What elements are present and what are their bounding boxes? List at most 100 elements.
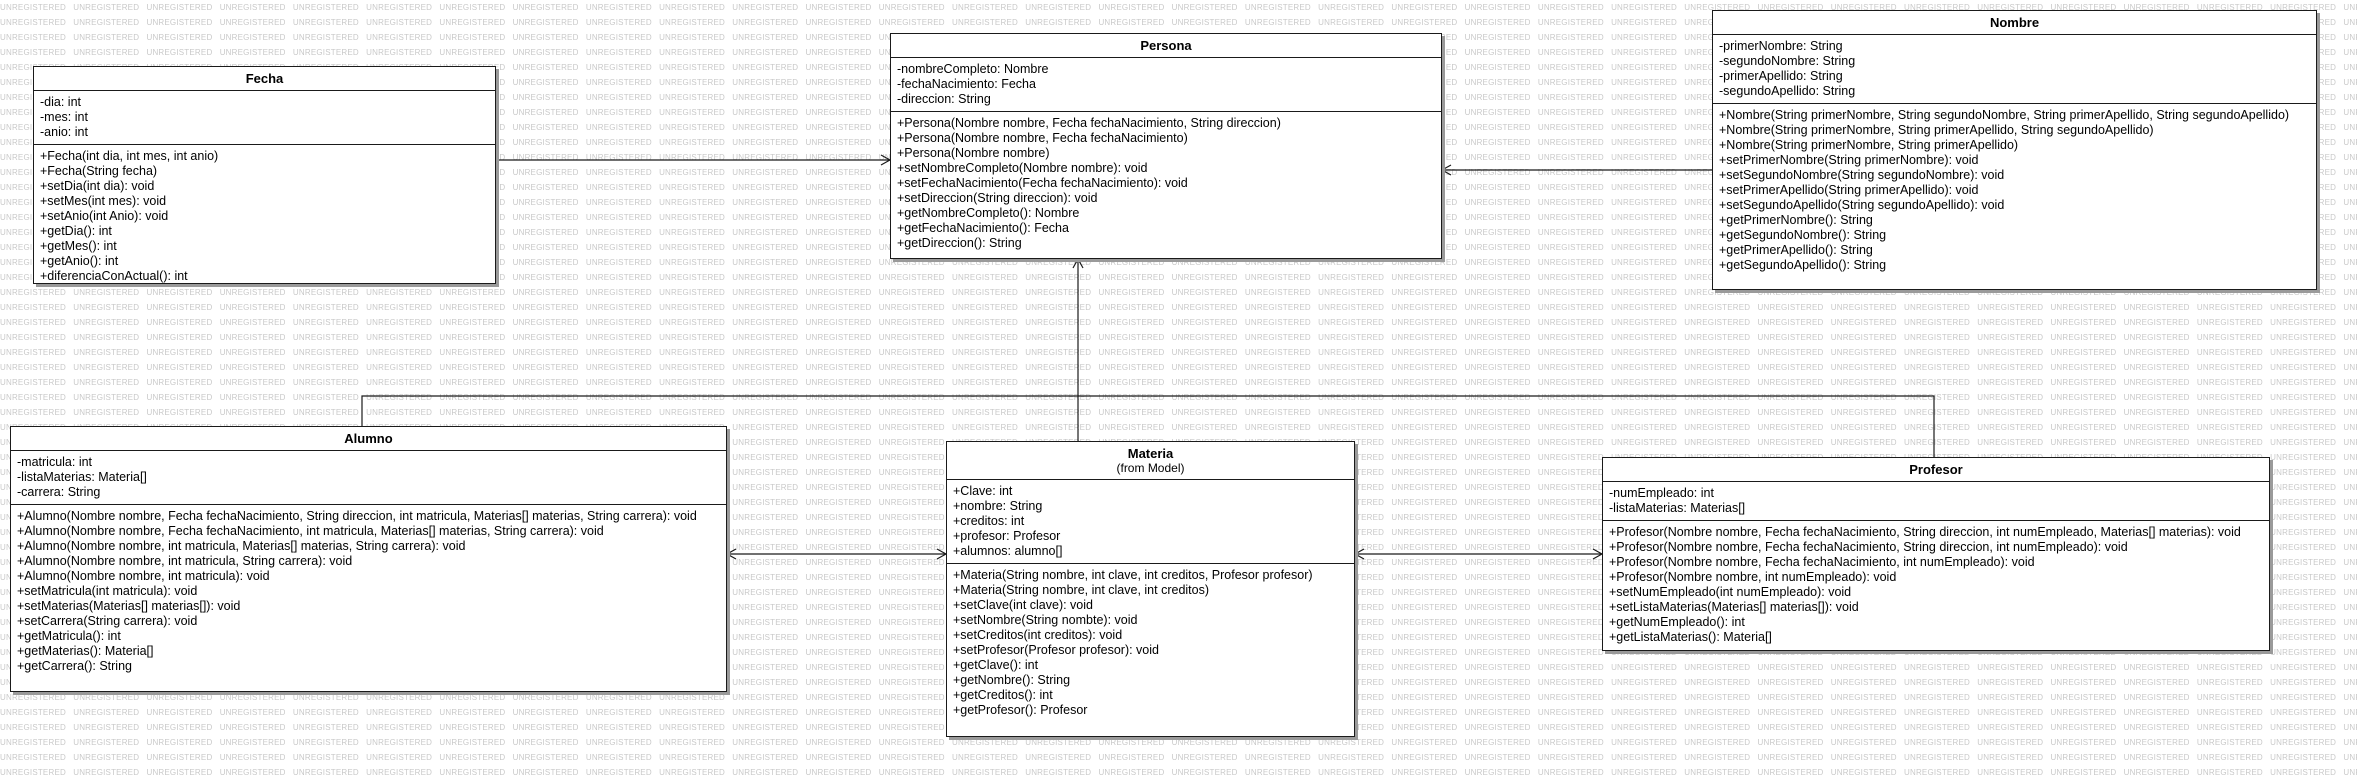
class-operation: +Fecha(String fecha) [40, 164, 158, 178]
class-operation: +setMaterias(Materias[] materias[]): voi… [17, 599, 241, 613]
class-operation: +Persona(Nombre nombre, Fecha fechaNacim… [897, 131, 1188, 145]
class-operation: +setClave(int clave): void [953, 598, 1093, 612]
class-operation: +getMatricula(): int [17, 629, 121, 643]
class-operation: +getCreditos(): int [953, 688, 1053, 702]
class-materia-stereotype: (from Model) [1116, 461, 1185, 475]
class-attribute: -dia: int [40, 95, 81, 109]
class-operation: +Profesor(Nombre nombre, Fecha fechaNaci… [1609, 525, 2241, 539]
class-operation: +setNombreCompleto(Nombre nombre): void [897, 161, 1148, 175]
class-attribute: +Clave: int [953, 484, 1013, 498]
class-alumno-operations: +Alumno(Nombre nombre, Fecha fechaNacimi… [11, 505, 726, 678]
class-attribute: -numEmpleado: int [1609, 486, 1714, 500]
class-materia-name: Materia [1127, 446, 1174, 461]
class-operation: +Nombre(String primerNombre, String prim… [1719, 123, 2154, 137]
class-alumno[interactable]: Alumno -matricula: int-listaMaterias: Ma… [10, 426, 727, 692]
class-attribute: -direccion: String [897, 92, 991, 106]
class-attribute: -fechaNacimiento: Fecha [897, 77, 1036, 91]
class-attribute: -carrera: String [17, 485, 101, 499]
class-nombre-title: Nombre [1713, 11, 2316, 35]
class-operation: +setNumEmpleado(int numEmpleado): void [1609, 585, 1852, 599]
class-persona-attributes: -nombreCompleto: Nombre-fechaNacimiento:… [891, 58, 1441, 112]
class-operation: +Fecha(int dia, int mes, int anio) [40, 149, 219, 163]
class-fecha-title: Fecha [34, 67, 495, 91]
class-attribute: +nombre: String [953, 499, 1043, 513]
class-operation: +Profesor(Nombre nombre, Fecha fechaNaci… [1609, 540, 2128, 554]
class-operation: +setDireccion(String direccion): void [897, 191, 1098, 205]
class-operation: +getAnio(): int [40, 254, 119, 268]
profesor-generalization-line [1078, 395, 1935, 457]
class-operation: +Alumno(Nombre nombre, Fecha fechaNacimi… [17, 509, 697, 523]
class-operation: +getNumEmpleado(): int [1609, 615, 1745, 629]
class-attribute: -matricula: int [17, 455, 93, 469]
class-operation: +setDia(int dia): void [40, 179, 155, 193]
class-alumno-attributes: -matricula: int-listaMaterias: Materia[]… [11, 451, 726, 505]
class-operation: +Alumno(Nombre nombre, int matricula, St… [17, 554, 353, 568]
class-attribute: +profesor: Profesor [953, 529, 1061, 543]
class-attribute: -listaMaterias: Materia[] [17, 470, 147, 484]
class-operation: +setSegundoApellido(String segundoApelli… [1719, 198, 2005, 212]
class-operation: +getClave(): int [953, 658, 1039, 672]
class-attribute: -nombreCompleto: Nombre [897, 62, 1049, 76]
class-operation: +setMes(int mes): void [40, 194, 167, 208]
class-operation: +diferenciaConActual(): int [40, 269, 188, 283]
class-operation: +setCreditos(int creditos): void [953, 628, 1123, 642]
class-materia[interactable]: Materia (from Model) +Clave: int+nombre:… [946, 441, 1355, 737]
class-operation: +setListaMaterias(Materias[] materias[])… [1609, 600, 1859, 614]
class-operation: +setAnio(int Anio): void [40, 209, 169, 223]
class-persona-title: Persona [891, 34, 1441, 58]
class-operation: +getSegundoApellido(): String [1719, 258, 1887, 272]
class-operation: +Alumno(Nombre nombre, int matricula): v… [17, 569, 270, 583]
class-operation: +Materia(String nombre, int clave, int c… [953, 568, 1313, 582]
persona-generalization-arrowhead [1072, 257, 1084, 269]
class-operation: +Persona(Nombre nombre, Fecha fechaNacim… [897, 116, 1281, 130]
class-operation: +setPrimerNombre(String primerNombre): v… [1719, 153, 1979, 167]
class-nombre-operations: +Nombre(String primerNombre, String segu… [1713, 104, 2316, 277]
class-operation: +getMes(): int [40, 239, 117, 253]
class-operation: +setProfesor(Profesor profesor): void [953, 643, 1159, 657]
alumno-generalization-line [361, 395, 1078, 426]
class-operation: +getDireccion(): String [897, 236, 1022, 250]
class-operation: +setPrimerApellido(String primerApellido… [1719, 183, 1979, 197]
class-persona-operations: +Persona(Nombre nombre, Fecha fechaNacim… [891, 112, 1441, 255]
class-fecha-operations: +Fecha(int dia, int mes, int anio)+Fecha… [34, 145, 495, 288]
class-fecha-attributes: -dia: int-mes: int-anio: int [34, 91, 495, 145]
class-operation: +setSegundoNombre(String segundoNombre):… [1719, 168, 2005, 182]
class-operation: +getCarrera(): String [17, 659, 132, 673]
class-profesor-operations: +Profesor(Nombre nombre, Fecha fechaNaci… [1603, 521, 2269, 649]
class-operation: +getPrimerNombre(): String [1719, 213, 1873, 227]
class-operation: +Materia(String nombre, int clave, int c… [953, 583, 1210, 597]
class-attribute: +alumnos: alumno[] [953, 544, 1063, 558]
class-operation: +Profesor(Nombre nombre, int numEmpleado… [1609, 570, 1897, 584]
class-operation: +getSegundoNombre(): String [1719, 228, 1887, 242]
class-fecha[interactable]: Fecha -dia: int-mes: int-anio: int +Fech… [33, 66, 496, 284]
class-attribute: -primerNombre: String [1719, 39, 1843, 53]
class-operation: +getNombreCompleto(): Nombre [897, 206, 1080, 220]
class-operation: +Alumno(Nombre nombre, Fecha fechaNacimi… [17, 524, 604, 538]
class-nombre-attributes: -primerNombre: String-segundoNombre: Str… [1713, 35, 2316, 104]
class-attribute: -mes: int [40, 110, 88, 124]
class-alumno-title: Alumno [11, 427, 726, 451]
class-profesor-attributes: -numEmpleado: int-listaMaterias: Materia… [1603, 482, 2269, 521]
class-operation: +getListaMaterias(): Materia[] [1609, 630, 1772, 644]
class-operation: +Profesor(Nombre nombre, Fecha fechaNaci… [1609, 555, 2035, 569]
class-operation: +Alumno(Nombre nombre, int matricula, Ma… [17, 539, 466, 553]
class-operation: +setMatricula(int matricula): void [17, 584, 198, 598]
class-materia-title: Materia (from Model) [947, 442, 1354, 480]
class-operation: +Nombre(String primerNombre, String segu… [1719, 108, 2290, 122]
class-profesor[interactable]: Profesor -numEmpleado: int-listaMaterias… [1602, 457, 2270, 651]
class-operation: +getMaterias(): Materia[] [17, 644, 154, 658]
alumno-side-arrowhead [725, 548, 737, 560]
class-operation: +Persona(Nombre nombre) [897, 146, 1050, 160]
class-attribute: +creditos: int [953, 514, 1025, 528]
class-attribute: -primerApellido: String [1719, 69, 1843, 83]
class-persona[interactable]: Persona -nombreCompleto: Nombre-fechaNac… [890, 33, 1442, 259]
class-operation: +setCarrera(String carrera): void [17, 614, 198, 628]
class-nombre[interactable]: Nombre -primerNombre: String-segundoNomb… [1712, 10, 2317, 290]
class-operation: +setFechaNacimiento(Fecha fechaNacimient… [897, 176, 1188, 190]
class-operation: +getProfesor(): Profesor [953, 703, 1088, 717]
class-attribute: -segundoNombre: String [1719, 54, 1856, 68]
nombre-persona-arrowhead [1440, 164, 1452, 176]
class-attribute: -segundoApellido: String [1719, 84, 1856, 98]
class-operation: +Nombre(String primerNombre, String prim… [1719, 138, 2019, 152]
